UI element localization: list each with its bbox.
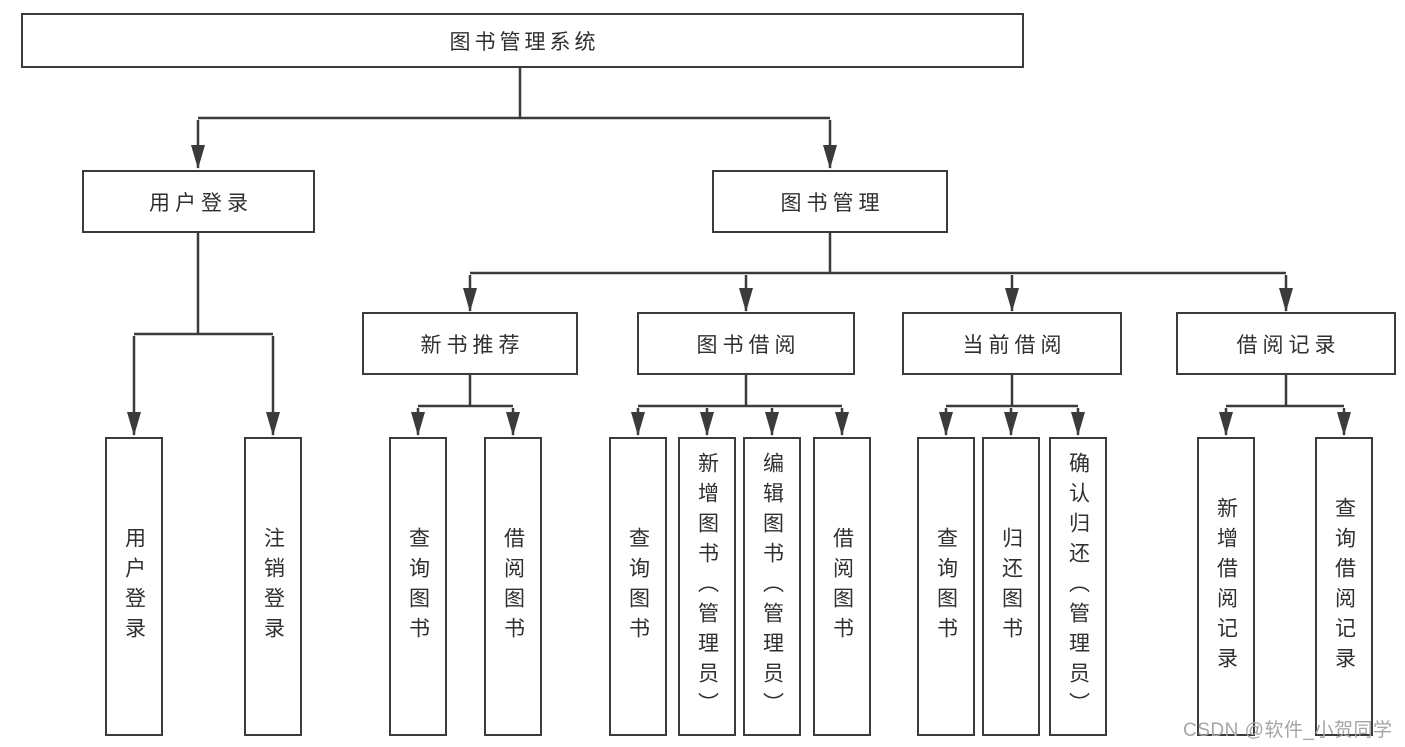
section-current-borrow: 当前借阅 <box>902 312 1122 375</box>
leaf-borrow-books-recommend: 借阅图书 <box>484 437 542 736</box>
branch-book-management: 图书管理 <box>712 170 948 233</box>
leaf-return-books: 归还图书 <box>982 437 1040 736</box>
section-new-book-recommend: 新书推荐 <box>362 312 578 375</box>
leaf-add-borrow-record: 新增借阅记录 <box>1197 437 1255 736</box>
leaf-confirm-return-admin: 确认归还（管理员） <box>1049 437 1107 736</box>
leaf-user-login: 用户登录 <box>105 437 163 736</box>
leaf-query-borrow-record: 查询借阅记录 <box>1315 437 1373 736</box>
leaf-add-books-admin: 新增图书（管理员） <box>678 437 736 736</box>
leaf-logout: 注销登录 <box>244 437 302 736</box>
section-borrow-records: 借阅记录 <box>1176 312 1396 375</box>
branch-user-login: 用户登录 <box>82 170 315 233</box>
section-book-borrow: 图书借阅 <box>637 312 855 375</box>
leaf-query-books-current: 查询图书 <box>917 437 975 736</box>
node-root: 图书管理系统 <box>21 13 1024 68</box>
leaf-borrow-books: 借阅图书 <box>813 437 871 736</box>
leaf-query-books-recommend: 查询图书 <box>389 437 447 736</box>
leaf-edit-books-admin: 编辑图书（管理员） <box>743 437 801 736</box>
leaf-query-books-borrow: 查询图书 <box>609 437 667 736</box>
